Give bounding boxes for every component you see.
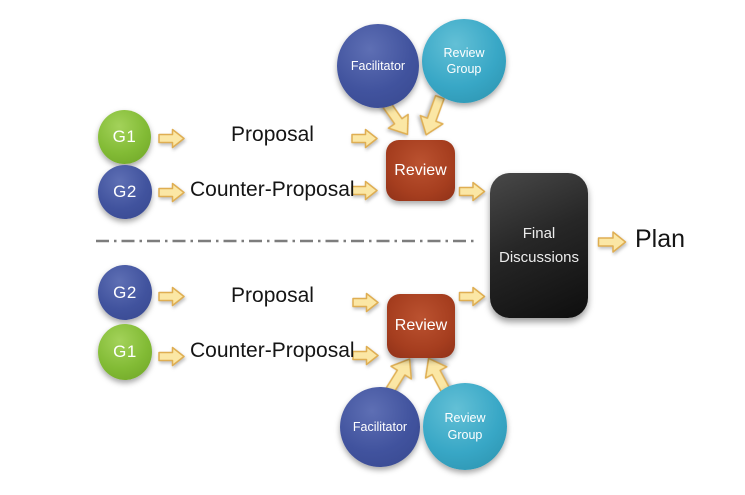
g1-circle-top: G1 <box>98 110 151 164</box>
proposal-label-bottom: Proposal <box>231 284 314 307</box>
facilitator-circle-bottom: Facilitator <box>340 387 420 467</box>
review-box-bottom: Review <box>387 294 455 358</box>
g1-circle-bottom: G1 <box>98 324 152 380</box>
g2-bottom-label: G2 <box>113 282 137 302</box>
arrow-g2-to-proposal-bottom-icon <box>158 286 185 307</box>
review-group-bottom-line2: Group <box>447 427 483 442</box>
plan-label: Plan <box>635 225 686 253</box>
g2-circle-bottom: G2 <box>98 265 152 320</box>
review-group-top-line1: Review <box>443 45 485 60</box>
review-group-bottom-line1: Review <box>444 411 486 426</box>
proposal-label-top: Proposal <box>231 123 314 146</box>
arrow-g1-to-proposal-top-icon <box>158 128 185 149</box>
facilitator-bottom-label: Facilitator <box>352 419 408 434</box>
arrow-review-to-final-bottom-icon <box>458 286 486 307</box>
review-box-top-label: Review <box>394 161 447 179</box>
g2-top-label: G2 <box>113 182 137 201</box>
g1-top-label: G1 <box>112 127 137 146</box>
arrow-g2-to-counter-proposal-top-icon <box>158 182 185 203</box>
final-discussions-line1: Final <box>522 225 556 243</box>
arrow-review-to-final-top-icon <box>458 181 486 202</box>
review-group-circle-bottom: Review Group <box>423 383 507 470</box>
arrow-counter-proposal-to-review-bottom-icon <box>352 345 379 366</box>
arrow-review-group-to-review-top-icon <box>419 94 445 136</box>
arrow-counter-proposal-to-review-top-icon <box>351 180 378 201</box>
final-discussions-box: Final Discussions <box>490 173 588 318</box>
arrow-proposal-to-review-bottom-icon <box>352 292 379 313</box>
review-group-bottom-label: Review Group <box>445 410 486 443</box>
facilitator-top-label: Facilitator <box>350 58 406 73</box>
arrow-final-to-plan-icon <box>597 231 627 253</box>
section-divider <box>96 239 474 243</box>
review-group-top-label: Review Group <box>444 45 485 78</box>
counter-proposal-label-top: Counter-Proposal <box>190 178 355 201</box>
review-box-top: Review <box>386 140 455 201</box>
g1-bottom-label: G1 <box>113 342 137 361</box>
arrow-proposal-to-review-top-icon <box>351 128 378 149</box>
arrow-g1-to-counter-proposal-bottom-icon <box>158 346 185 367</box>
facilitator-circle-top: Facilitator <box>337 24 419 108</box>
review-group-top-line2: Group <box>446 62 482 76</box>
g2-circle-top: G2 <box>98 165 152 219</box>
counter-proposal-label-bottom: Counter-Proposal <box>190 339 355 362</box>
review-box-bottom-label: Review <box>394 317 448 334</box>
final-discussions-line2: Discussions <box>498 248 580 266</box>
review-group-circle-top: Review Group <box>422 19 506 103</box>
